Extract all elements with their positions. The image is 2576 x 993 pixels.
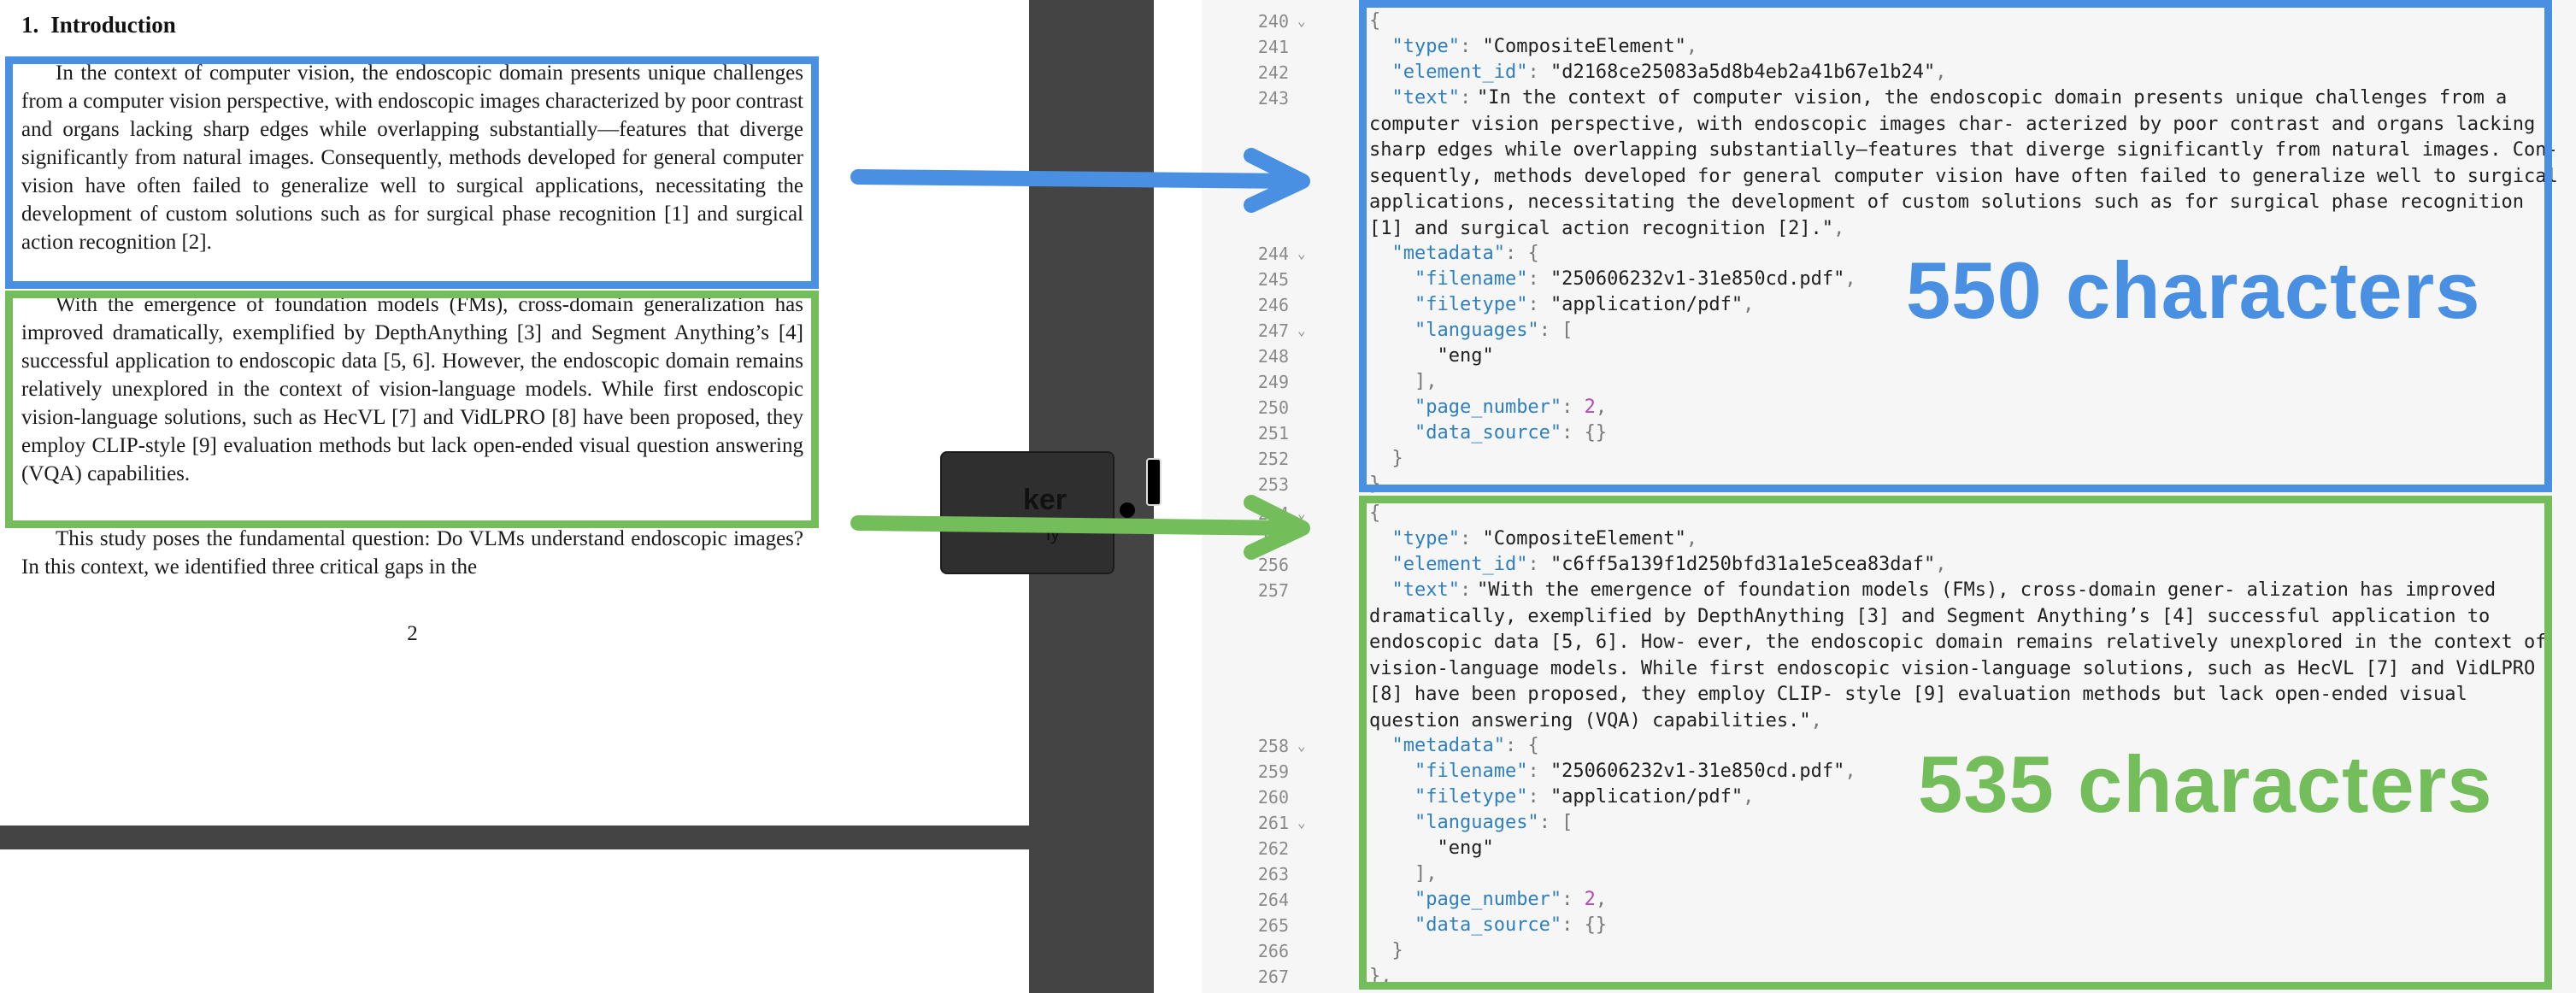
line-number: 267 <box>1257 967 1289 987</box>
line-number: 242 <box>1257 62 1289 83</box>
code-line: 246 "filetype": "application/pdf", <box>1202 292 2576 318</box>
code-line: 248 "eng" <box>1202 344 2576 369</box>
line-number: 251 <box>1257 423 1289 444</box>
line-number: 250 <box>1257 397 1289 418</box>
fold-chevron-icon[interactable]: ⌄ <box>1297 322 1306 338</box>
code-line: 242 "element_id": "d2168ce25083a5d8b4eb2… <box>1202 60 2576 85</box>
line-number: 252 <box>1257 449 1289 469</box>
line-number: 241 <box>1257 37 1289 57</box>
section-heading: 1. Introduction <box>21 12 176 38</box>
code-line: 263 ], <box>1202 861 2576 887</box>
code-line: 247 ⌄ "languages": [ <box>1202 318 2576 344</box>
json-key: "metadata" <box>1391 243 1505 264</box>
code-line: 259 "filename": "250606232v1-31e850cd.pd… <box>1202 759 2576 784</box>
line-number: 249 <box>1257 372 1289 392</box>
fold-chevron-icon[interactable]: ⌄ <box>1297 814 1306 831</box>
drag-dot-icon[interactable] <box>1120 502 1135 518</box>
code-line: 261 ⌄ "languages": [ <box>1202 810 2576 836</box>
json-text-value: "With the emergence of foundation models… <box>1369 579 2547 732</box>
code-line: 251 "data_source": {} <box>1202 420 2576 446</box>
code-line: 241 "type": "CompositeElement", <box>1202 34 2576 60</box>
line-number: 259 <box>1257 761 1289 782</box>
code-line: 244 ⌄ "metadata": { <box>1202 241 2576 267</box>
line-number: 266 <box>1257 941 1289 961</box>
fold-chevron-icon[interactable]: ⌄ <box>1297 245 1306 261</box>
code-line: 252 } <box>1202 446 2576 472</box>
line-number: 261 <box>1257 813 1289 833</box>
section-title: Introduction <box>50 12 176 38</box>
code-line: 266 } <box>1202 938 2576 964</box>
paragraph-3: This study poses the fundamental questio… <box>21 527 803 579</box>
code-line: 245 "filename": "250606232v1-31e850cd.pd… <box>1202 267 2576 292</box>
code-line: 264 "page_number": 2, <box>1202 887 2576 913</box>
json-key: "text" <box>1391 87 1460 109</box>
overlay-card-title: ker <box>1022 484 1067 516</box>
fold-chevron-icon[interactable]: ⌄ <box>1297 505 1306 521</box>
panel-toggle-handle[interactable] <box>1146 458 1162 506</box>
line-number: 265 <box>1257 915 1289 936</box>
pdf-page: 1. Introduction In the context of compute… <box>0 0 1029 826</box>
blue-arrow-icon <box>850 148 1310 213</box>
code-line: 240 ⌄ { <box>1202 9 2576 34</box>
json-value: "d2168ce25083a5d8b4eb2a41b67e1b24" <box>1550 62 1936 83</box>
paragraph-1: In the context of computer vision, the e… <box>21 62 803 254</box>
json-text-value: "In the context of computer vision, the … <box>1369 87 2558 239</box>
code-line: 260 "filetype": "application/pdf", <box>1202 784 2576 810</box>
green-arrow-icon <box>850 495 1310 560</box>
json-viewer[interactable]: 240 ⌄ { 241 "type": "CompositeElement", … <box>1202 0 2576 993</box>
line-number: 253 <box>1257 474 1289 495</box>
code-line: 262 "eng" <box>1202 836 2576 861</box>
overlay-card[interactable]: ker ly <box>940 451 1115 574</box>
fold-chevron-icon[interactable]: ⌄ <box>1297 13 1306 29</box>
code-line: 249 ], <box>1202 369 2576 395</box>
code-line: 257 "text": <box>1202 578 2576 603</box>
line-number: 246 <box>1257 295 1289 315</box>
line-number: 247 <box>1257 320 1289 341</box>
code-line: 265 "data_source": {} <box>1202 913 2576 938</box>
line-number: 243 <box>1257 88 1289 109</box>
page-bottom-bar <box>0 826 1029 849</box>
json-key: "element_id" <box>1391 62 1528 83</box>
line-number: 248 <box>1257 346 1289 367</box>
line-number: 260 <box>1257 787 1289 808</box>
line-number: 240 <box>1257 11 1289 32</box>
line-number: 256 <box>1257 555 1289 575</box>
page-number: 2 <box>407 622 418 645</box>
code-line: 243 "text": <box>1202 85 2576 111</box>
line-number: 257 <box>1257 580 1289 601</box>
code-line: 250 "page_number": 2, <box>1202 395 2576 420</box>
json-key: "type" <box>1391 36 1460 57</box>
line-number: 258 <box>1257 736 1289 756</box>
json-brace: { <box>1369 10 1381 32</box>
line-number: 263 <box>1257 864 1289 884</box>
fold-chevron-icon[interactable]: ⌄ <box>1297 737 1306 754</box>
line-number: 264 <box>1257 890 1289 910</box>
code-line: 256 "element_id": "c6ff5a139f1d250bfd31a… <box>1202 552 2576 578</box>
line-number: 245 <box>1257 269 1289 290</box>
line-number: 262 <box>1257 838 1289 859</box>
line-number: 244 <box>1257 244 1289 264</box>
blue-character-count: 550 characters <box>1906 245 2481 335</box>
json-value: "CompositeElement" <box>1482 36 1686 57</box>
code-line: 258 ⌄ "metadata": { <box>1202 733 2576 759</box>
section-number: 1. <box>21 12 39 38</box>
green-character-count: 535 characters <box>1918 739 2493 829</box>
